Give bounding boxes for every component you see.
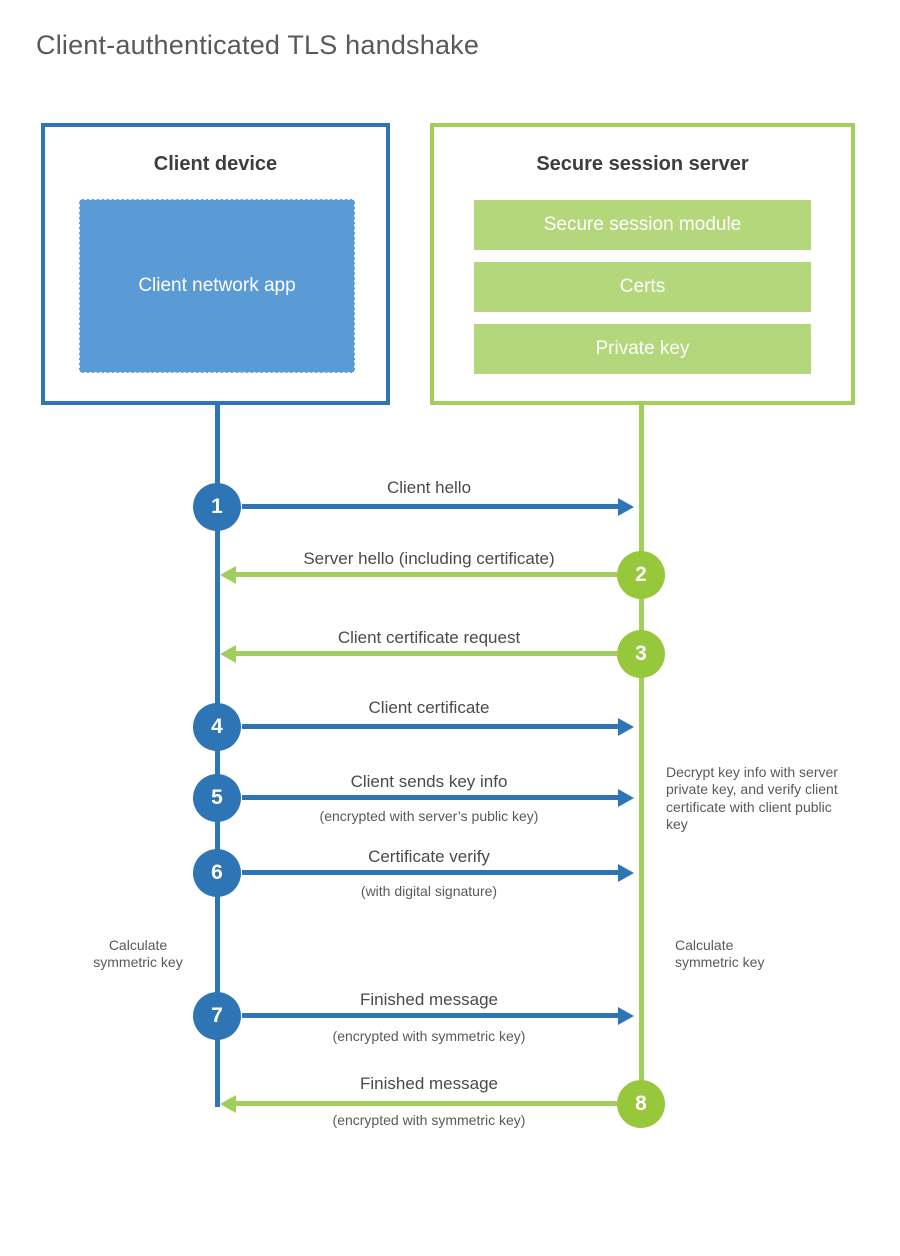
step-circle-3: 3 (617, 630, 665, 678)
arrow-head-step-6 (618, 864, 634, 882)
arrow-head-step-2 (220, 566, 236, 584)
arrow-head-step-5 (618, 789, 634, 807)
step-sublabel-7: (encrypted with symmetric key) (332, 1028, 526, 1044)
arrow-shaft-step-3 (236, 651, 617, 656)
page-title: Client-authenticated TLS handshake (36, 30, 480, 60)
server-certs-bar: Certs (474, 262, 811, 312)
step-circle-5: 5 (193, 774, 241, 822)
arrow-head-step-4 (618, 718, 634, 736)
client-device-title: Client device (153, 153, 278, 175)
step-label-7: Finished message (360, 990, 498, 1009)
secure-session-server-box: Secure session server Secure session mod… (430, 123, 855, 405)
step-circle-7: 7 (193, 992, 241, 1040)
server-module-bar: Secure session module (474, 200, 811, 250)
step-label-1: Client hello (386, 478, 472, 497)
decrypt-note: Decrypt key info with server private key… (666, 764, 838, 833)
arrow-shaft-step-7 (242, 1013, 618, 1018)
step-sublabel-5: (encrypted with server’s public key) (319, 808, 539, 824)
step-label-5: Client sends key info (350, 772, 508, 791)
arrow-head-step-7 (618, 1007, 634, 1025)
step-label-4: Client certificate (368, 698, 490, 717)
arrow-shaft-step-1 (242, 504, 618, 509)
step-circle-4: 4 (193, 703, 241, 751)
calculate-symmetric-key-client: Calculate symmetric key (93, 937, 183, 971)
client-device-box: Client device Client network app (41, 123, 390, 405)
step-sublabel-6: (with digital signature) (360, 883, 498, 899)
arrow-shaft-step-8 (236, 1101, 617, 1106)
arrow-shaft-step-2 (236, 572, 617, 577)
arrow-shaft-step-4 (242, 724, 618, 729)
server-title: Secure session server (536, 153, 749, 175)
arrow-head-step-8 (220, 1095, 236, 1113)
arrow-shaft-step-5 (242, 795, 618, 800)
step-circle-6: 6 (193, 849, 241, 897)
step-circle-2: 2 (617, 551, 665, 599)
server-private-key-bar: Private key (474, 324, 811, 374)
step-label-8: Finished message (360, 1074, 498, 1093)
client-lifeline (215, 405, 220, 1107)
arrow-shaft-step-6 (242, 870, 618, 875)
step-circle-8: 8 (617, 1080, 665, 1128)
arrow-head-step-1 (618, 498, 634, 516)
step-circle-1: 1 (193, 483, 241, 531)
step-label-3: Client certificate request (337, 628, 521, 647)
client-network-app-box: Client network app (79, 199, 355, 373)
server-lifeline (639, 405, 644, 1105)
step-label-2: Server hello (including certificate) (303, 549, 555, 568)
step-label-6: Certificate verify (368, 847, 490, 866)
step-sublabel-8: (encrypted with symmetric key) (332, 1112, 526, 1128)
calculate-symmetric-key-server: Calculate symmetric key (675, 937, 765, 971)
arrow-head-step-3 (220, 645, 236, 663)
